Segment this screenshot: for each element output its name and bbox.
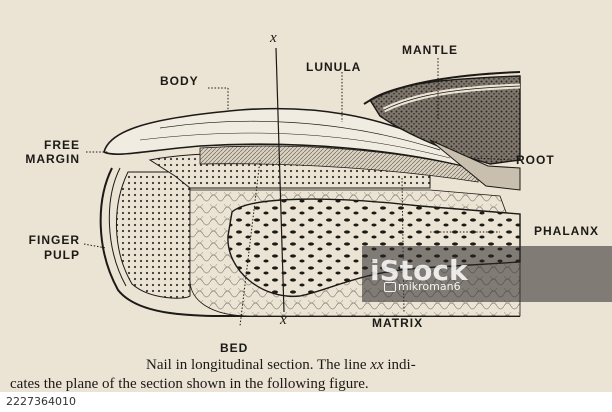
label-finger: FINGER (28, 233, 80, 247)
x-mark-bottom: x (280, 312, 287, 328)
label-root: ROOT (516, 153, 555, 167)
label-phalanx: PHALANX (534, 224, 600, 238)
label-free: FREE (43, 138, 80, 152)
nail-root (429, 139, 521, 191)
caption-line-1-b: indi- (383, 357, 416, 373)
watermark-logo: iStock (370, 254, 468, 287)
leader-finger-pulp (83, 243, 107, 249)
label-matrix: MATRIX (372, 316, 424, 330)
x-mark-top: x (270, 30, 277, 46)
caption-xx: xx (370, 357, 384, 373)
credit-icon (384, 282, 396, 292)
watermark-credit: mikroman6 (398, 280, 461, 293)
leader-matrix (401, 177, 405, 313)
label-lunula: LUNULA (306, 60, 362, 74)
label-margin: MARGIN (25, 152, 80, 166)
finger-pulp-layer (116, 171, 191, 299)
watermark-band (362, 246, 612, 302)
label-mantle: MANTLE (402, 43, 458, 57)
footer-id: 2227364010 (6, 395, 76, 408)
label-pulp: PULP (43, 248, 80, 262)
caption-line-1: Nail in longitudinal section. The line x… (146, 356, 416, 374)
footer-bar (0, 392, 612, 412)
caption-line-1-a: Nail in longitudinal section. The line (146, 357, 371, 373)
leader-bed (239, 159, 261, 327)
finger-outline (99, 167, 520, 318)
nail-bed (199, 145, 479, 183)
label-body: BODY (160, 74, 199, 88)
label-bed: BED (220, 341, 249, 355)
xx-section-line (275, 47, 285, 313)
caption-line-2: cates the plane of the section shown in … (10, 376, 369, 392)
